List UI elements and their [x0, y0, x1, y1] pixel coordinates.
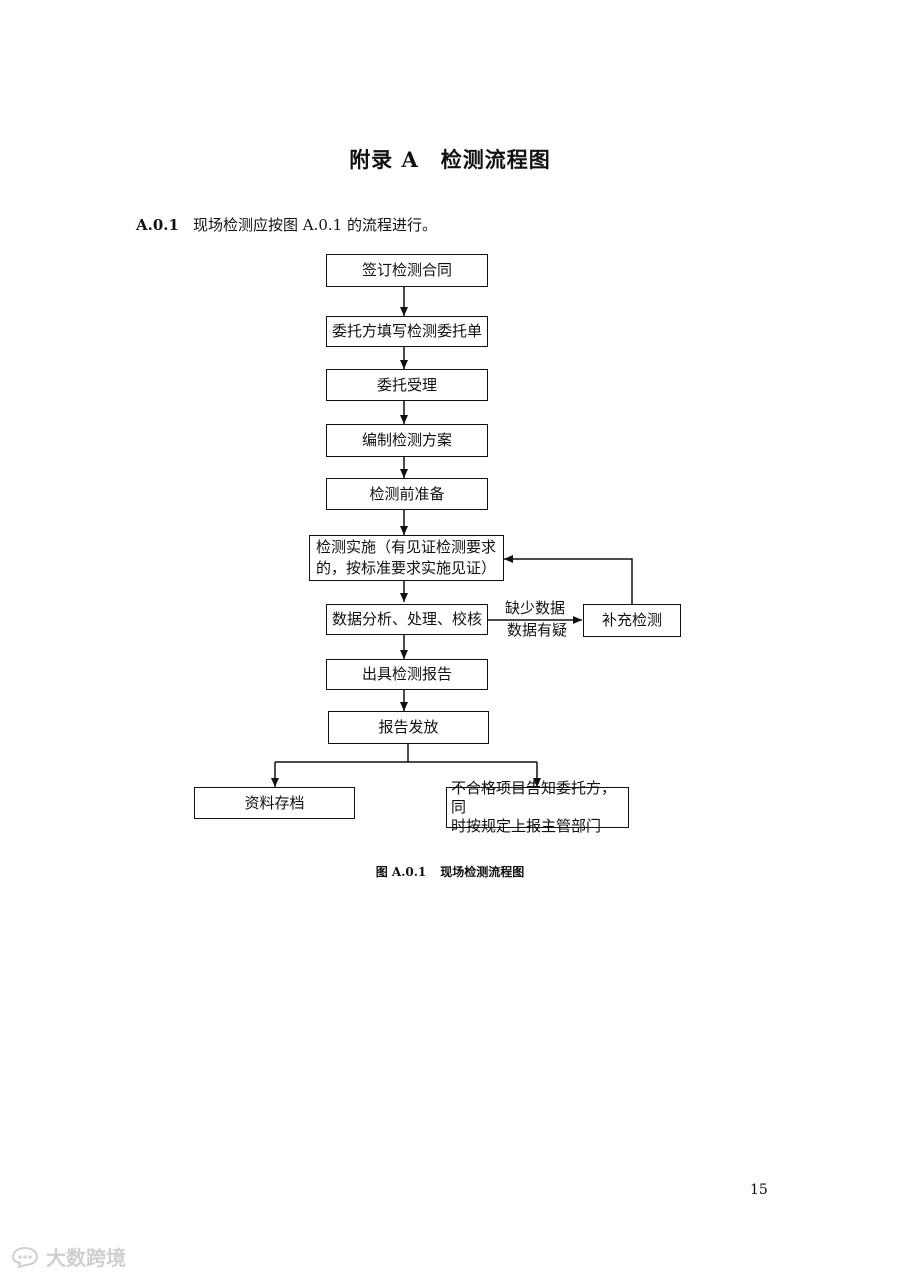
appendix-label: 附录 A [349, 147, 419, 172]
step-archive: 资料存档 [194, 787, 355, 819]
intro-paragraph: A.0.1 现场检测应按图 A.0.1 的流程进行。 [136, 214, 437, 235]
watermark: 大数跨境 [10, 1242, 126, 1271]
step-notify-line1: 不合格项目告知委托方，同 [451, 779, 617, 816]
clause-text: 现场检测应按图 A.0.1 的流程进行。 [192, 216, 437, 234]
step-prepare: 检测前准备 [326, 478, 488, 510]
clause-number: A.0.1 [136, 216, 179, 234]
label-doubtful-data: 数据有疑 [507, 621, 568, 639]
step-accept: 委托受理 [326, 369, 488, 401]
step-implement-line1: 检测实施（有见证检测要求 [316, 538, 497, 556]
figure-title: 现场检测流程图 [440, 865, 525, 879]
appendix-title: 检测流程图 [440, 147, 551, 172]
step-notify: 不合格项目告知委托方，同 时按规定上报主管部门 [446, 779, 629, 835]
figure-number: 图 A.0.1 [375, 865, 427, 879]
step-implement-line2: 的，按标准要求实施见证） [316, 559, 497, 577]
figure-caption: 图 A.0.1 现场检测流程图 [0, 863, 900, 880]
chat-bubble-icon [11, 1246, 39, 1268]
page-number: 15 [750, 1182, 768, 1198]
step-analyze: 数据分析、处理、校核 [326, 604, 488, 635]
step-release-report: 报告发放 [328, 711, 489, 744]
step-issue-report: 出具检测报告 [326, 659, 488, 690]
step-supplement: 补充检测 [583, 604, 681, 637]
arrow-supplement-to-implement [504, 555, 633, 604]
watermark-text: 大数跨境 [46, 1246, 126, 1270]
step-notify-line2: 时按规定上报主管部门 [451, 817, 602, 835]
step-sign-contract: 签订检测合同 [326, 254, 488, 287]
step-implement: 检测实施（有见证检测要求 的，按标准要求实施见证） [309, 535, 504, 581]
step-plan: 编制检测方案 [326, 424, 488, 457]
step-fill-form: 委托方填写检测委托单 [326, 316, 488, 347]
page-title: 附录 A 检测流程图 [0, 144, 900, 174]
label-missing-data: 缺少数据 [505, 599, 566, 617]
